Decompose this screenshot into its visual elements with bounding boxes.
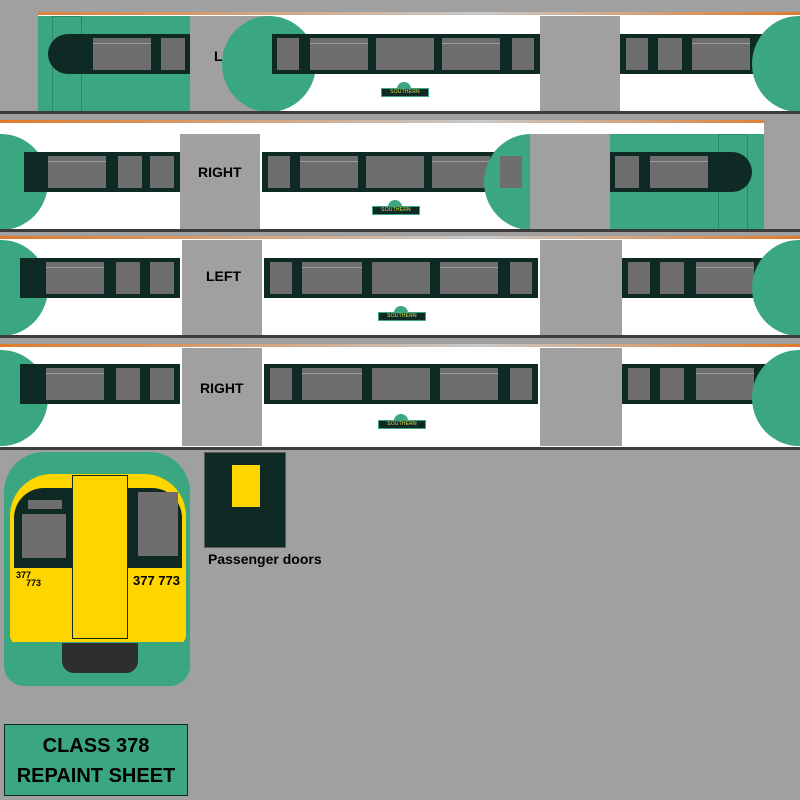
coach-side-strip-2: RIGHT SOUTHERN [0, 120, 800, 232]
window [48, 156, 106, 188]
door-panel [182, 348, 262, 446]
window [442, 38, 500, 70]
strip-top-line [0, 236, 800, 239]
window [150, 262, 174, 294]
southern-logo: SOUTHERN [378, 312, 426, 321]
side-label: LEFT [206, 268, 241, 284]
panel-right-end [764, 120, 800, 232]
strip-top-line [0, 344, 800, 347]
strip-bottom-edge [0, 229, 800, 232]
window [512, 38, 534, 70]
door-panel-cover [190, 16, 270, 112]
window [366, 156, 424, 188]
window [116, 262, 140, 294]
window [118, 156, 142, 188]
window [376, 38, 434, 70]
window [440, 262, 498, 294]
side-label: RIGHT [200, 380, 244, 396]
panel-left-end [0, 12, 38, 114]
southern-logo: SOUTHERN [378, 420, 426, 429]
passenger-door-swatch [204, 452, 286, 548]
door-panel [540, 348, 622, 446]
cab-coupler [62, 643, 138, 673]
window [660, 368, 684, 400]
window [46, 368, 104, 400]
window [440, 368, 498, 400]
cab-window [615, 156, 639, 188]
window [696, 262, 754, 294]
side-label: RIGHT [198, 164, 242, 180]
window [660, 262, 684, 294]
window [116, 368, 140, 400]
cab-front-window-right [138, 492, 178, 556]
window [696, 368, 754, 400]
window [626, 38, 648, 70]
door-panel [540, 240, 622, 336]
cab-front-window-left-top [28, 500, 62, 509]
window [302, 262, 362, 294]
cab-window [161, 38, 185, 70]
cab-number-large: 377 773 [133, 573, 180, 588]
strip-bottom-edge [0, 111, 800, 114]
title-box: CLASS 378 REPAINT SHEET [4, 724, 188, 796]
window [270, 262, 292, 294]
window [510, 368, 532, 400]
window [310, 38, 368, 70]
window [270, 368, 292, 400]
strip-top-line [0, 12, 800, 15]
window [628, 368, 650, 400]
cab-window [93, 38, 151, 70]
window [692, 38, 750, 70]
door-panel [530, 134, 610, 230]
title-line-1: CLASS 378 [42, 735, 150, 757]
title-line-2: REPAINT SHEET [16, 765, 176, 787]
window [658, 38, 682, 70]
southern-logo: SOUTHERN [372, 206, 420, 215]
window [628, 262, 650, 294]
door-panel [182, 240, 262, 336]
strip-bottom-edge [0, 335, 800, 338]
door-window [232, 465, 260, 507]
window [372, 368, 430, 400]
door-panel [180, 134, 260, 230]
green-swoosh [752, 16, 800, 112]
coach-side-strip-4: RIGHT SOUTHERN [0, 344, 800, 450]
window [432, 156, 490, 188]
window [500, 156, 522, 188]
window [268, 156, 290, 188]
window [300, 156, 358, 188]
strip-bottom-edge [0, 447, 800, 450]
window [46, 262, 104, 294]
green-swoosh [752, 240, 800, 336]
window [510, 262, 532, 294]
doors-label: Passenger doors [208, 551, 322, 567]
coach-side-strip-3: LEFT SOUTHERN [0, 236, 800, 338]
window [277, 38, 299, 70]
strip-top-line [0, 120, 800, 123]
window [372, 262, 430, 294]
cab-number-small-2: 773 [26, 578, 42, 588]
window [150, 368, 174, 400]
southern-logo: SOUTHERN [381, 88, 429, 97]
cab-gangway-door [72, 475, 128, 639]
window [302, 368, 362, 400]
door-panel [540, 16, 620, 112]
window [150, 156, 174, 188]
cab-window [650, 156, 708, 188]
cab-number-small-1: 377 [16, 570, 32, 580]
coach-side-strip-1: LEFT SOUTHERN [0, 12, 800, 114]
cab-front-window-left [22, 514, 66, 558]
